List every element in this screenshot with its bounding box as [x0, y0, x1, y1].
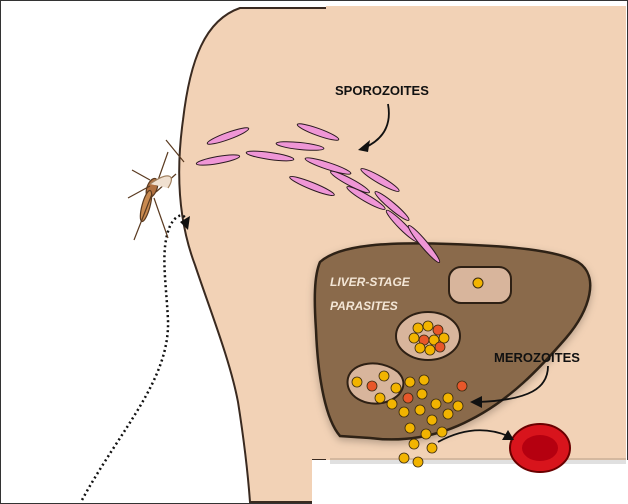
panel-shadow [330, 458, 626, 464]
sporozoites-label: SPOROZOITES [335, 83, 429, 98]
liver-stage-label-line2: PARASITES [330, 299, 398, 313]
liver-stage-label-line1: LIVER-STAGE [330, 275, 411, 289]
merozoites-label: MEROZOITES [494, 350, 580, 365]
red-blood-cell [510, 424, 570, 472]
skin-fill-bottom [312, 460, 628, 504]
parasite-cell-1 [473, 278, 483, 288]
